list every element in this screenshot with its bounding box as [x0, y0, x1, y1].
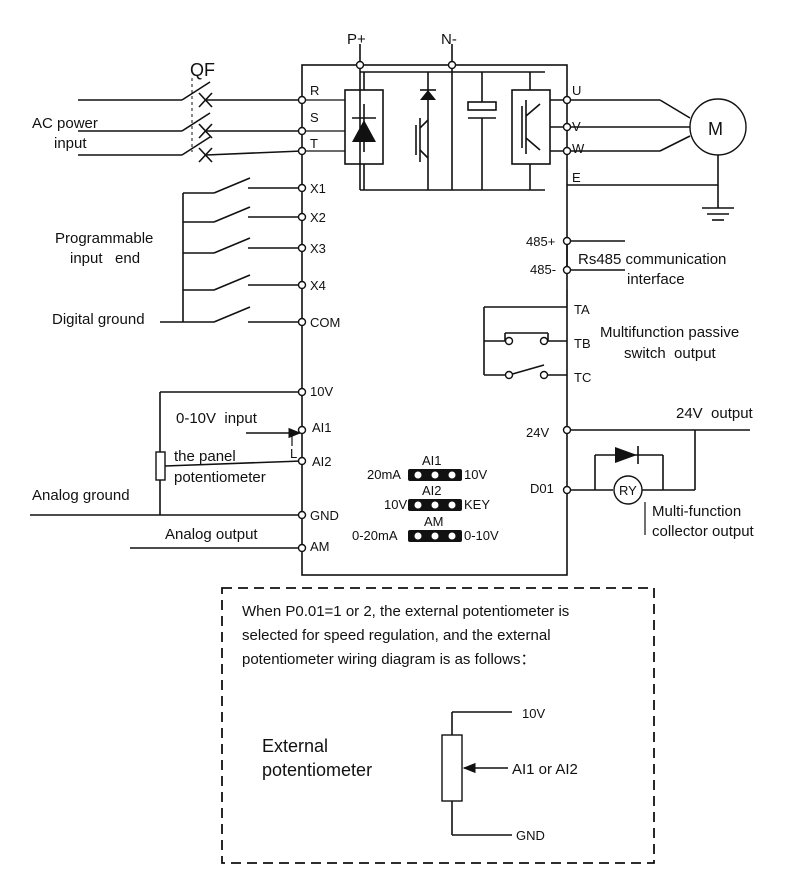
collector-label-line1: Multi-function — [652, 503, 741, 520]
programmable-label-line2: input end — [70, 250, 140, 267]
terminal-485-minus: 485- — [530, 262, 556, 277]
digital-inputs: X1 X2 X3 X4 COM Programmable input end D… — [52, 177, 340, 330]
external-pot-label-line2: potentiometer — [262, 760, 372, 780]
drive-body — [301, 64, 568, 576]
terminal-x4: X4 — [310, 278, 326, 293]
digital-ground-label: Digital ground — [52, 311, 145, 328]
ac-input-label-line1: AC power — [32, 115, 98, 132]
relay-label-line2: switch output — [624, 345, 717, 362]
dc-capacitor — [467, 72, 497, 190]
panel-potentiometer-symbol — [155, 451, 166, 481]
terminal-485-plus: 485+ — [526, 234, 555, 249]
terminal-x3: X3 — [310, 241, 326, 256]
ext-pot-wiper: AI1 or AI2 — [512, 761, 578, 778]
collector-section: 24V 24V output RY D01 Multi-function col… — [526, 405, 755, 540]
jumper-am-title: AM — [424, 514, 444, 529]
panel-pot-label-line1: the panel — [174, 448, 236, 465]
terminal-t: T — [310, 136, 318, 151]
analog-output-label: Analog output — [165, 526, 258, 543]
terminal-u: U — [572, 83, 581, 98]
terminal-ta: TA — [574, 302, 590, 317]
jumper-ai2-left: 10V — [384, 497, 407, 512]
terminal-d01: D01 — [530, 481, 554, 496]
terminal-x1: X1 — [310, 181, 326, 196]
terminal-r: R — [310, 83, 319, 98]
terminal-w: W — [572, 141, 585, 156]
terminal-tb: TB — [574, 336, 591, 351]
jumper-am-right: 0-10V — [464, 528, 499, 543]
panel-pot-label-line2: potentiometer — [174, 469, 266, 486]
rs485-section: 485+ 485- Rs485 communication interface — [526, 234, 726, 288]
terminal-gnd: GND — [310, 508, 339, 523]
output-24v-label: 24V output — [676, 405, 754, 422]
jumper-ai2-right: KEY — [464, 497, 490, 512]
n-minus-label: N- — [441, 31, 457, 48]
terminal-x2: X2 — [310, 210, 326, 225]
brake-circuit — [415, 72, 436, 190]
terminal-ai2: AI2 — [312, 454, 332, 469]
terminal-ai1: AI1 — [312, 420, 332, 435]
terminal-am: AM — [310, 539, 330, 554]
note-line1: When P0.01=1 or 2, the external potentio… — [242, 603, 569, 620]
terminal-s: S — [310, 110, 319, 125]
analog-section: L 10V AI1 AI2 GND AM 0-10V input the pan… — [30, 384, 339, 554]
rectifier-block — [344, 72, 384, 190]
analog-ground-label: Analog ground — [32, 487, 130, 504]
terminal-com: COM — [310, 315, 340, 330]
dc-bus: P+ N- — [347, 31, 545, 191]
power-input: QF AC power input R S T — [32, 60, 319, 163]
collector-label-line2: collector output — [652, 523, 755, 540]
note-line3: potentiometer wiring diagram is as follo… — [242, 651, 535, 668]
voltage-input-label: 0-10V input — [176, 410, 258, 427]
terminal-v: V — [572, 119, 581, 134]
rectifier-inputs — [302, 99, 345, 152]
rs485-label-line2: interface — [627, 271, 685, 288]
ext-pot-gnd: GND — [516, 828, 545, 843]
terminal-24v: 24V — [526, 425, 549, 440]
terminal-tc: TC — [574, 370, 591, 385]
jumper-ai1-title: AI1 — [422, 453, 442, 468]
note-line2: selected for speed regulation, and the e… — [242, 627, 551, 644]
jumper-block: AI1 20mA 10V AI2 10V KEY AM 0-20mA 0-10V — [352, 453, 499, 543]
jumper-ai1-left: 20mA — [367, 467, 401, 482]
jumper-ai1-right: 10V — [464, 467, 487, 482]
p-plus-label: P+ — [347, 31, 366, 48]
relay-coil-label: RY — [619, 483, 637, 498]
external-pot-label-line1: External — [262, 736, 328, 756]
ac-input-label-line2: input — [54, 135, 87, 152]
jumper-am-left: 0-20mA — [352, 528, 398, 543]
external-pot-note: When P0.01=1 or 2, the external potentio… — [221, 587, 655, 864]
relay-section: TA TB TC Multifunction passive switch ou… — [483, 290, 739, 385]
motor-output: M U V W E — [562, 83, 747, 221]
terminal-e: E — [572, 170, 581, 185]
ext-pot-10v: 10V — [522, 706, 545, 721]
motor-label: M — [708, 119, 723, 139]
jumper-marker: L — [290, 446, 297, 461]
rs485-label-line1: Rs485 communication — [578, 251, 726, 268]
terminal-10v: 10V — [310, 384, 333, 399]
inverter-block — [511, 72, 567, 190]
relay-label-line1: Multifunction passive — [600, 324, 739, 341]
jumper-ai2-title: AI2 — [422, 483, 442, 498]
breaker-label: QF — [190, 60, 215, 80]
programmable-label-line1: Programmable — [55, 230, 153, 247]
external-potentiometer-symbol — [441, 734, 463, 802]
